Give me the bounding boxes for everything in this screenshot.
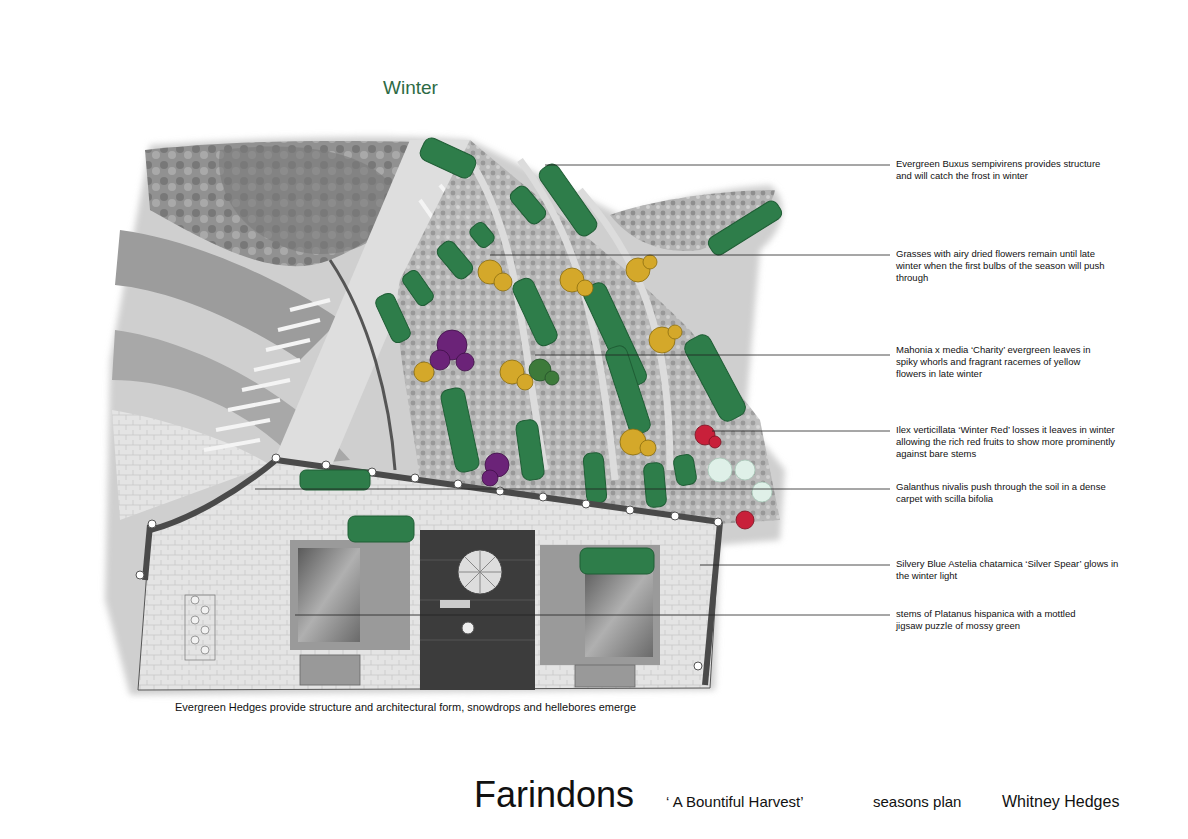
plan-caption: Evergreen Hedges provide structure and a…	[175, 700, 636, 714]
project-subtitle: ‘ A Bountiful Harvest’	[666, 792, 804, 811]
callout-note: stems of Platanus hispanica with a mottl…	[896, 608, 1076, 632]
callout-note: Silvery Blue Astelia chatamica ‘Silver S…	[896, 558, 1124, 582]
project-name: Farindons	[474, 772, 634, 817]
callout-note: Galanthus nivalis push through the soil …	[896, 481, 1106, 505]
callout-note: Evergreen Buxus sempivirens provides str…	[896, 158, 1111, 182]
plan-title: Winter	[383, 76, 438, 100]
designer-name: Whitney Hedges	[1002, 792, 1119, 812]
callout-note: Ilex verticillata ‘Winter Red’ losses it…	[896, 424, 1118, 460]
plan-type: seasons plan	[873, 792, 961, 811]
callout-note: Mahonia x media ‘Charity’ evergreen leav…	[896, 344, 1108, 380]
callout-note: Grasses with airy dried flowers remain u…	[896, 248, 1118, 284]
